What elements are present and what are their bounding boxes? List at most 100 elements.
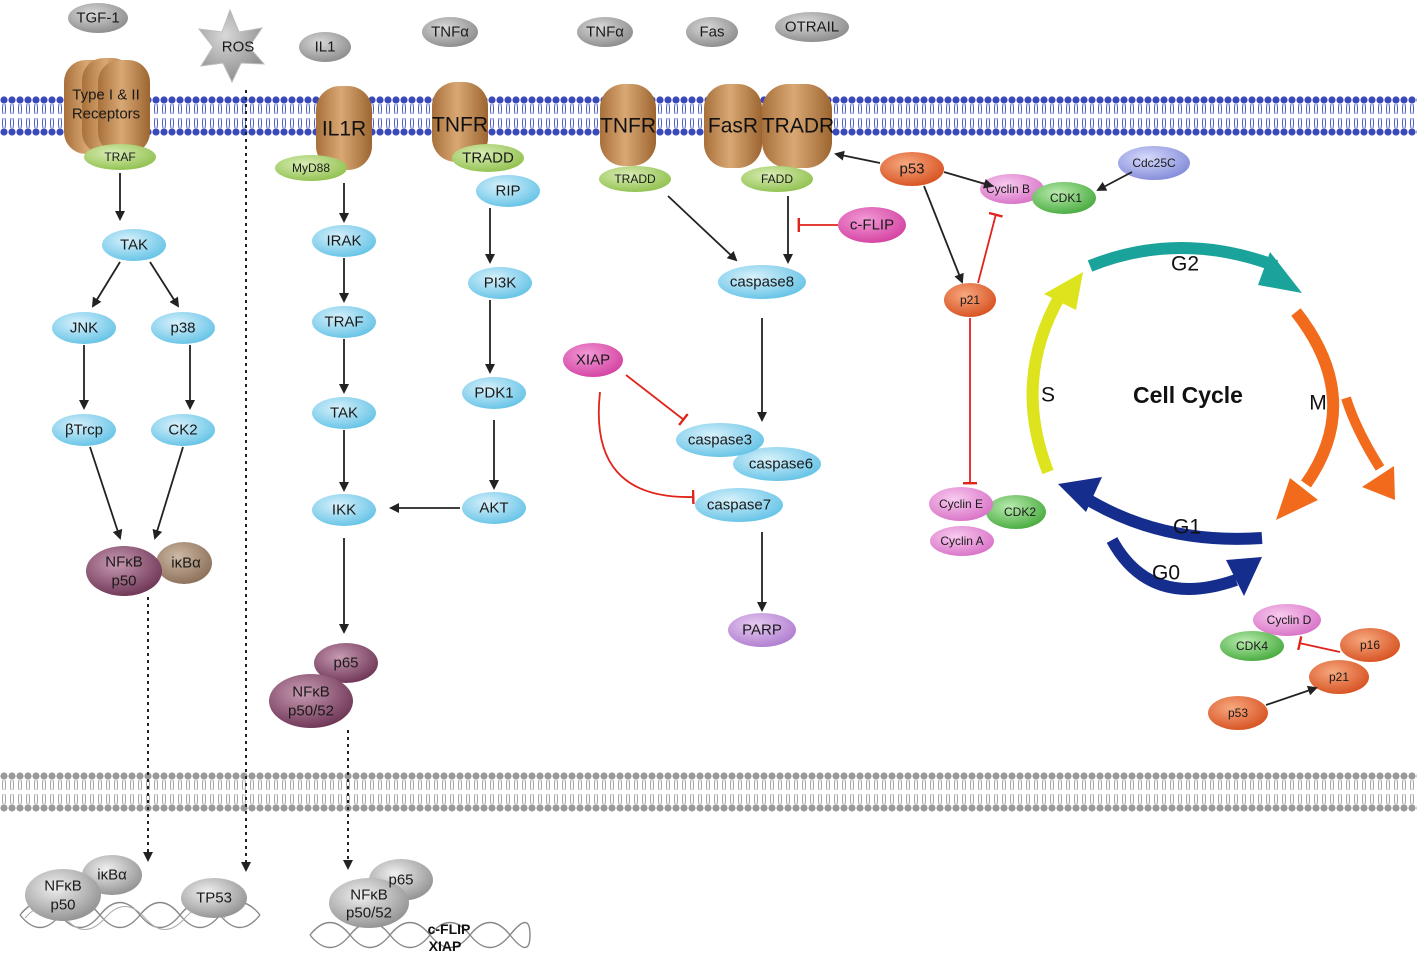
ligand-tnfa: TNFα [422, 17, 478, 47]
ligand-ros: ROS [197, 8, 266, 84]
gene-cflip: c-FLIP [428, 921, 471, 937]
nuclear-nfkb-ikba: iκBα NFκB p50 [25, 855, 142, 921]
complex-cyclinb-cdk1: Cyclin B CDK1 [980, 174, 1096, 214]
svg-text:Fas: Fas [699, 24, 724, 41]
svg-text:NFκB: NFκB [292, 684, 330, 701]
svg-text:p53: p53 [1228, 706, 1248, 720]
svg-text:iκBα: iκBα [171, 555, 201, 572]
node-caspase3: caspase3 [676, 423, 764, 457]
complex-nfkb-p65: p65 NFκB p50/52 [269, 643, 378, 728]
node-p38: p38 [151, 312, 215, 344]
svg-text:IL1R: IL1R [322, 118, 366, 141]
node-p21-low: p21 [1309, 660, 1369, 694]
node-btrcp: βTrcp [52, 414, 116, 446]
svg-text:TRADD: TRADD [614, 172, 656, 186]
svg-text:IKK: IKK [332, 502, 356, 519]
svg-text:TRADR: TRADR [762, 115, 834, 138]
svg-text:p50/52: p50/52 [346, 905, 392, 922]
phase-arrowhead-g2 [1258, 252, 1302, 293]
adaptor-fadd: FADD [741, 166, 813, 192]
svg-text:p16: p16 [1360, 638, 1380, 652]
node-tak-tgf: TAK [102, 229, 166, 261]
svg-text:NFκB: NFκB [105, 554, 143, 571]
svg-text:caspase8: caspase8 [730, 274, 794, 291]
svg-text:Cyclin A: Cyclin A [940, 534, 983, 548]
svg-text:ROS: ROS [222, 39, 255, 56]
phase-exit-arrowhead-m [1362, 466, 1395, 500]
svg-text:JNK: JNK [70, 320, 98, 337]
target-genes: c-FLIP XIAP [428, 921, 471, 954]
svg-text:AKT: AKT [479, 500, 508, 517]
node-cflip: c-FLIP [838, 207, 906, 243]
node-traf: TRAF [312, 306, 376, 338]
adaptor-traf-membrane: TRAF [84, 144, 156, 170]
svg-text:p65: p65 [388, 872, 413, 889]
svg-text:caspase3: caspase3 [688, 432, 752, 449]
svg-text:Cdc25C: Cdc25C [1132, 156, 1176, 170]
svg-text:TRAF: TRAF [324, 314, 363, 331]
svg-text:c-FLIP: c-FLIP [850, 217, 894, 234]
svg-text:RIP: RIP [495, 183, 520, 200]
svg-text:TNFR: TNFR [432, 114, 488, 137]
cell-cycle-title: Cell Cycle [1133, 382, 1243, 408]
node-p16: p16 [1340, 628, 1400, 662]
svg-text:p21: p21 [960, 293, 980, 307]
svg-text:caspase7: caspase7 [707, 497, 771, 514]
svg-text:TAK: TAK [330, 405, 358, 422]
svg-text:NFκB: NFκB [44, 878, 82, 895]
complex-cycline-cdk2-cyclina: Cyclin E CDK2 Cyclin A [929, 487, 1046, 556]
node-pi3k: PI3K [468, 267, 532, 299]
adaptor-tradd: TRADD [452, 144, 524, 172]
svg-text:CDK1: CDK1 [1050, 191, 1082, 205]
svg-text:p50: p50 [111, 573, 136, 590]
svg-text:p65: p65 [333, 655, 358, 672]
node-p21-mid: p21 [944, 283, 996, 317]
svg-text:TNFR: TNFR [600, 115, 656, 138]
node-jnk: JNK [52, 312, 116, 344]
svg-text:Type I & II: Type I & II [72, 87, 140, 104]
nuclear-tp53: TP53 [181, 878, 247, 918]
phase-arc-g0 [1106, 537, 1238, 595]
svg-text:p50: p50 [50, 897, 75, 914]
receptor-il1r: IL1R [316, 86, 372, 170]
svg-text:TGF-1: TGF-1 [76, 10, 119, 27]
svg-text:iκBα: iκBα [97, 867, 127, 884]
svg-text:FADD: FADD [761, 172, 793, 186]
phase-arrowhead-g1 [1058, 477, 1102, 512]
nuclear-membrane [0, 772, 1417, 812]
phase-label-m: M [1309, 392, 1327, 415]
phase-label-s: S [1041, 384, 1055, 407]
receptor-fasr: FasR [704, 84, 762, 168]
svg-text:PI3K: PI3K [484, 275, 517, 292]
svg-text:Cyclin E: Cyclin E [939, 497, 983, 511]
inhibition-lines [597, 211, 1341, 653]
complex-nfkb-ikba: NFκB p50 iκBα [86, 542, 212, 596]
phase-arc-g1 [1078, 490, 1263, 545]
svg-text:TP53: TP53 [196, 890, 232, 907]
svg-text:Cyclin B: Cyclin B [986, 182, 1030, 196]
dna-helix-right [309, 921, 531, 949]
svg-text:Receptors: Receptors [72, 106, 140, 123]
receptor-type-i-ii: Type I & II Receptors [64, 58, 150, 154]
svg-text:TRADD: TRADD [462, 150, 514, 167]
phase-arrowhead-m [1276, 478, 1318, 520]
svg-text:TNFα: TNFα [586, 24, 624, 41]
receptor-tnfr: TNFR [432, 82, 488, 162]
adaptor-tradd-2: TRADD [599, 166, 671, 192]
activation-arrows [79, 150, 1318, 706]
svg-text:CDK4: CDK4 [1236, 639, 1268, 653]
svg-text:MyD88: MyD88 [292, 161, 330, 175]
cell-cycle-ring: Cell Cycle G2 M S G1 G0 [1026, 242, 1395, 596]
svg-text:OTRAIL: OTRAIL [785, 19, 839, 36]
node-caspase6: caspase6 [733, 447, 821, 481]
svg-text:FasR: FasR [708, 115, 758, 138]
node-pdk1: PDK1 [462, 377, 526, 409]
ligand-fas: Fas [686, 17, 738, 47]
node-cdc25c: Cdc25C [1118, 146, 1190, 180]
phase-arc-g2 [1087, 242, 1279, 272]
svg-text:XIAP: XIAP [576, 352, 610, 369]
node-akt: AKT [462, 492, 526, 524]
phase-exit-m [1341, 396, 1385, 471]
node-p53-top: p53 [880, 152, 944, 186]
phase-arrowhead-s [1044, 272, 1083, 310]
